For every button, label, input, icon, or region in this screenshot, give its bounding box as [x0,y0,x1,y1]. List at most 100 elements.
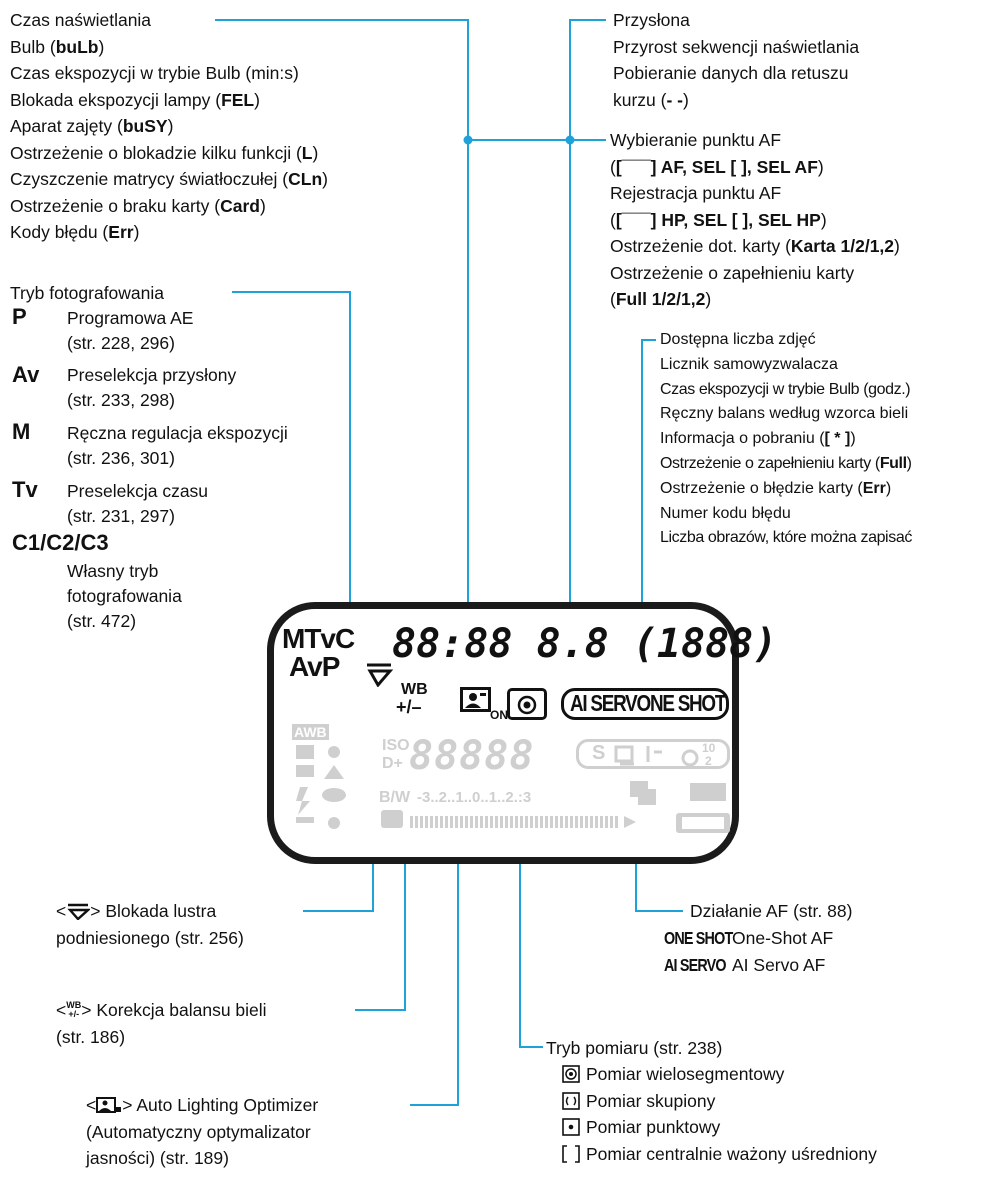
leader-aperture [569,19,606,650]
mode-symbol: P [12,304,27,329]
lcd-main-segments: 88:88 8.8 (1888) [392,621,778,667]
exposure-bar-tick [420,816,423,828]
monochrome-label: B/W [379,789,411,806]
exposure-bar-tick [520,816,523,828]
exposure-level-bar [410,816,636,828]
custom-mode-symbol: C1/C2/C3 [12,530,109,555]
exposure-bar-tick [490,816,493,828]
shooting-mode-title: Tryb fotografowania [10,283,165,303]
exposure-bar-tick [505,816,508,828]
aperture-info-list: Przysłona Przyrost sekwencji naświetlani… [613,10,860,110]
exposure-bar-tick [500,816,503,828]
mirror-lockup-icon [367,663,394,687]
wb-correction-annotation: <WB+/-> Korekcja balansu bieli (str. 186… [56,1000,267,1047]
exposure-bar-tick [545,816,548,828]
exposure-bar-tick [480,816,483,828]
alo-inline-icon [96,1097,122,1113]
wb-preset-icons [296,745,346,829]
exposure-bar-tick [435,816,438,828]
exposure-bar-tick [510,816,513,828]
exposure-bar-tick [580,816,583,828]
exposure-bar-tick [475,816,478,828]
exposure-bar-tick [570,816,573,828]
lcd-panel: MTvC AvP 88:88 8.8 (1888) WB +/– ON AI S… [267,602,777,864]
af-operation-title: Działanie AF (str. 88) [690,901,853,921]
exposure-bar-tick [445,816,448,828]
spot-metering-icon [562,1118,580,1136]
exposure-bar-tick [600,816,603,828]
leader-shooting-mode [232,291,351,650]
exposure-bar-tick [615,816,618,828]
ai-servo-symbol: AI SERVO [664,955,727,975]
af-point-info-list: Wybieranie punktu AF ([¯¯¯] AF, SEL [ ],… [610,130,900,309]
exposure-bar-tick [495,816,498,828]
shooting-mode-list: P Programowa AE (str. 228, 296) Av Prese… [12,304,288,631]
lcd-mode-top: MTvC [282,623,355,654]
timer-2-label: 2 [705,754,712,768]
metering-indicator [507,688,547,720]
mirror-lockup-inline-icon [67,903,92,921]
exposure-bar-tick [535,816,538,828]
drive-mode-icons [614,745,699,767]
shots-counter-info-list: Dostępna liczba zdjęć Licznik samowyzwal… [660,331,912,547]
leader-shutter [215,19,469,650]
exposure-bar-tick [425,816,428,828]
center-weighted-metering-icon [562,1144,580,1163]
exposure-bar-tick [525,816,528,828]
mode-symbol: Av [12,362,40,387]
exposure-bar-tick [565,816,568,828]
exposure-bar-tick [575,816,578,828]
flash-comp-icon [381,810,403,828]
exposure-bar-tick [440,816,443,828]
exposure-bar-tick [485,816,488,828]
exposure-bar-tick [455,816,458,828]
battery-and-card-icons [630,781,730,833]
metering-item: Pomiar punktowy [562,1114,877,1141]
awb-icon: AWB [292,724,329,740]
exposure-bar-tick [410,816,413,828]
junction-dot-right [565,135,575,145]
af-mode-label: AI SERVONE SHOT [570,690,726,716]
exposure-bar-tick [450,816,453,828]
alo-on-label: ON [490,708,508,722]
metering-title: Tryb pomiaru (str. 238) [546,1038,723,1058]
exposure-bar-tick [555,816,558,828]
mode-symbol: Tv [12,477,38,502]
drive-mode-box [576,739,730,769]
exposure-bar-tick [540,816,543,828]
one-shot-symbol: ONE SHOT [664,928,733,948]
wb-inline-icon: WB+/- [66,1000,82,1019]
shutter-info-list: Czas naświetlania Bulb (buLb) Czas ekspo… [10,7,328,246]
exposure-bar-tick [465,816,468,828]
exposure-bar-tick [610,816,613,828]
exposure-bar-tick [430,816,433,828]
lcd-wb-correction: +/– [396,697,422,717]
af-mode-box [561,688,729,720]
exposure-bar-tick [470,816,473,828]
metering-item: Pomiar wielosegmentowy [562,1061,877,1088]
timer-10-label: 10 [702,741,716,755]
metering-item: Pomiar skupiony [562,1088,877,1115]
exposure-bar-tick [415,816,418,828]
mirror-lockup-annotation: <> Blokada lustra podniesionego (str. 25… [56,901,244,948]
mode-symbol: M [12,419,31,444]
metering-item: Pomiar centralnie ważony uśredniony [562,1141,877,1168]
evaluative-metering-icon [562,1065,580,1083]
junction-dot-left [463,135,473,145]
exposure-bar-tick [460,816,463,828]
leader-shots-available [641,339,656,650]
iso-label: ISO [382,737,410,754]
metering-list: Pomiar wielosegmentowy Pomiar skupiony P… [562,1061,877,1167]
exposure-bar-tick [590,816,593,828]
drive-single-icon: S [592,742,606,764]
partial-metering-icon [562,1091,580,1110]
exposure-bar-tick [530,816,533,828]
exposure-bar-tick [595,816,598,828]
alo-icon [460,687,491,712]
evaluative-metering-icon [517,695,537,715]
exposure-bar-tick [550,816,553,828]
lcd-mode-bottom: AvP [289,651,340,682]
